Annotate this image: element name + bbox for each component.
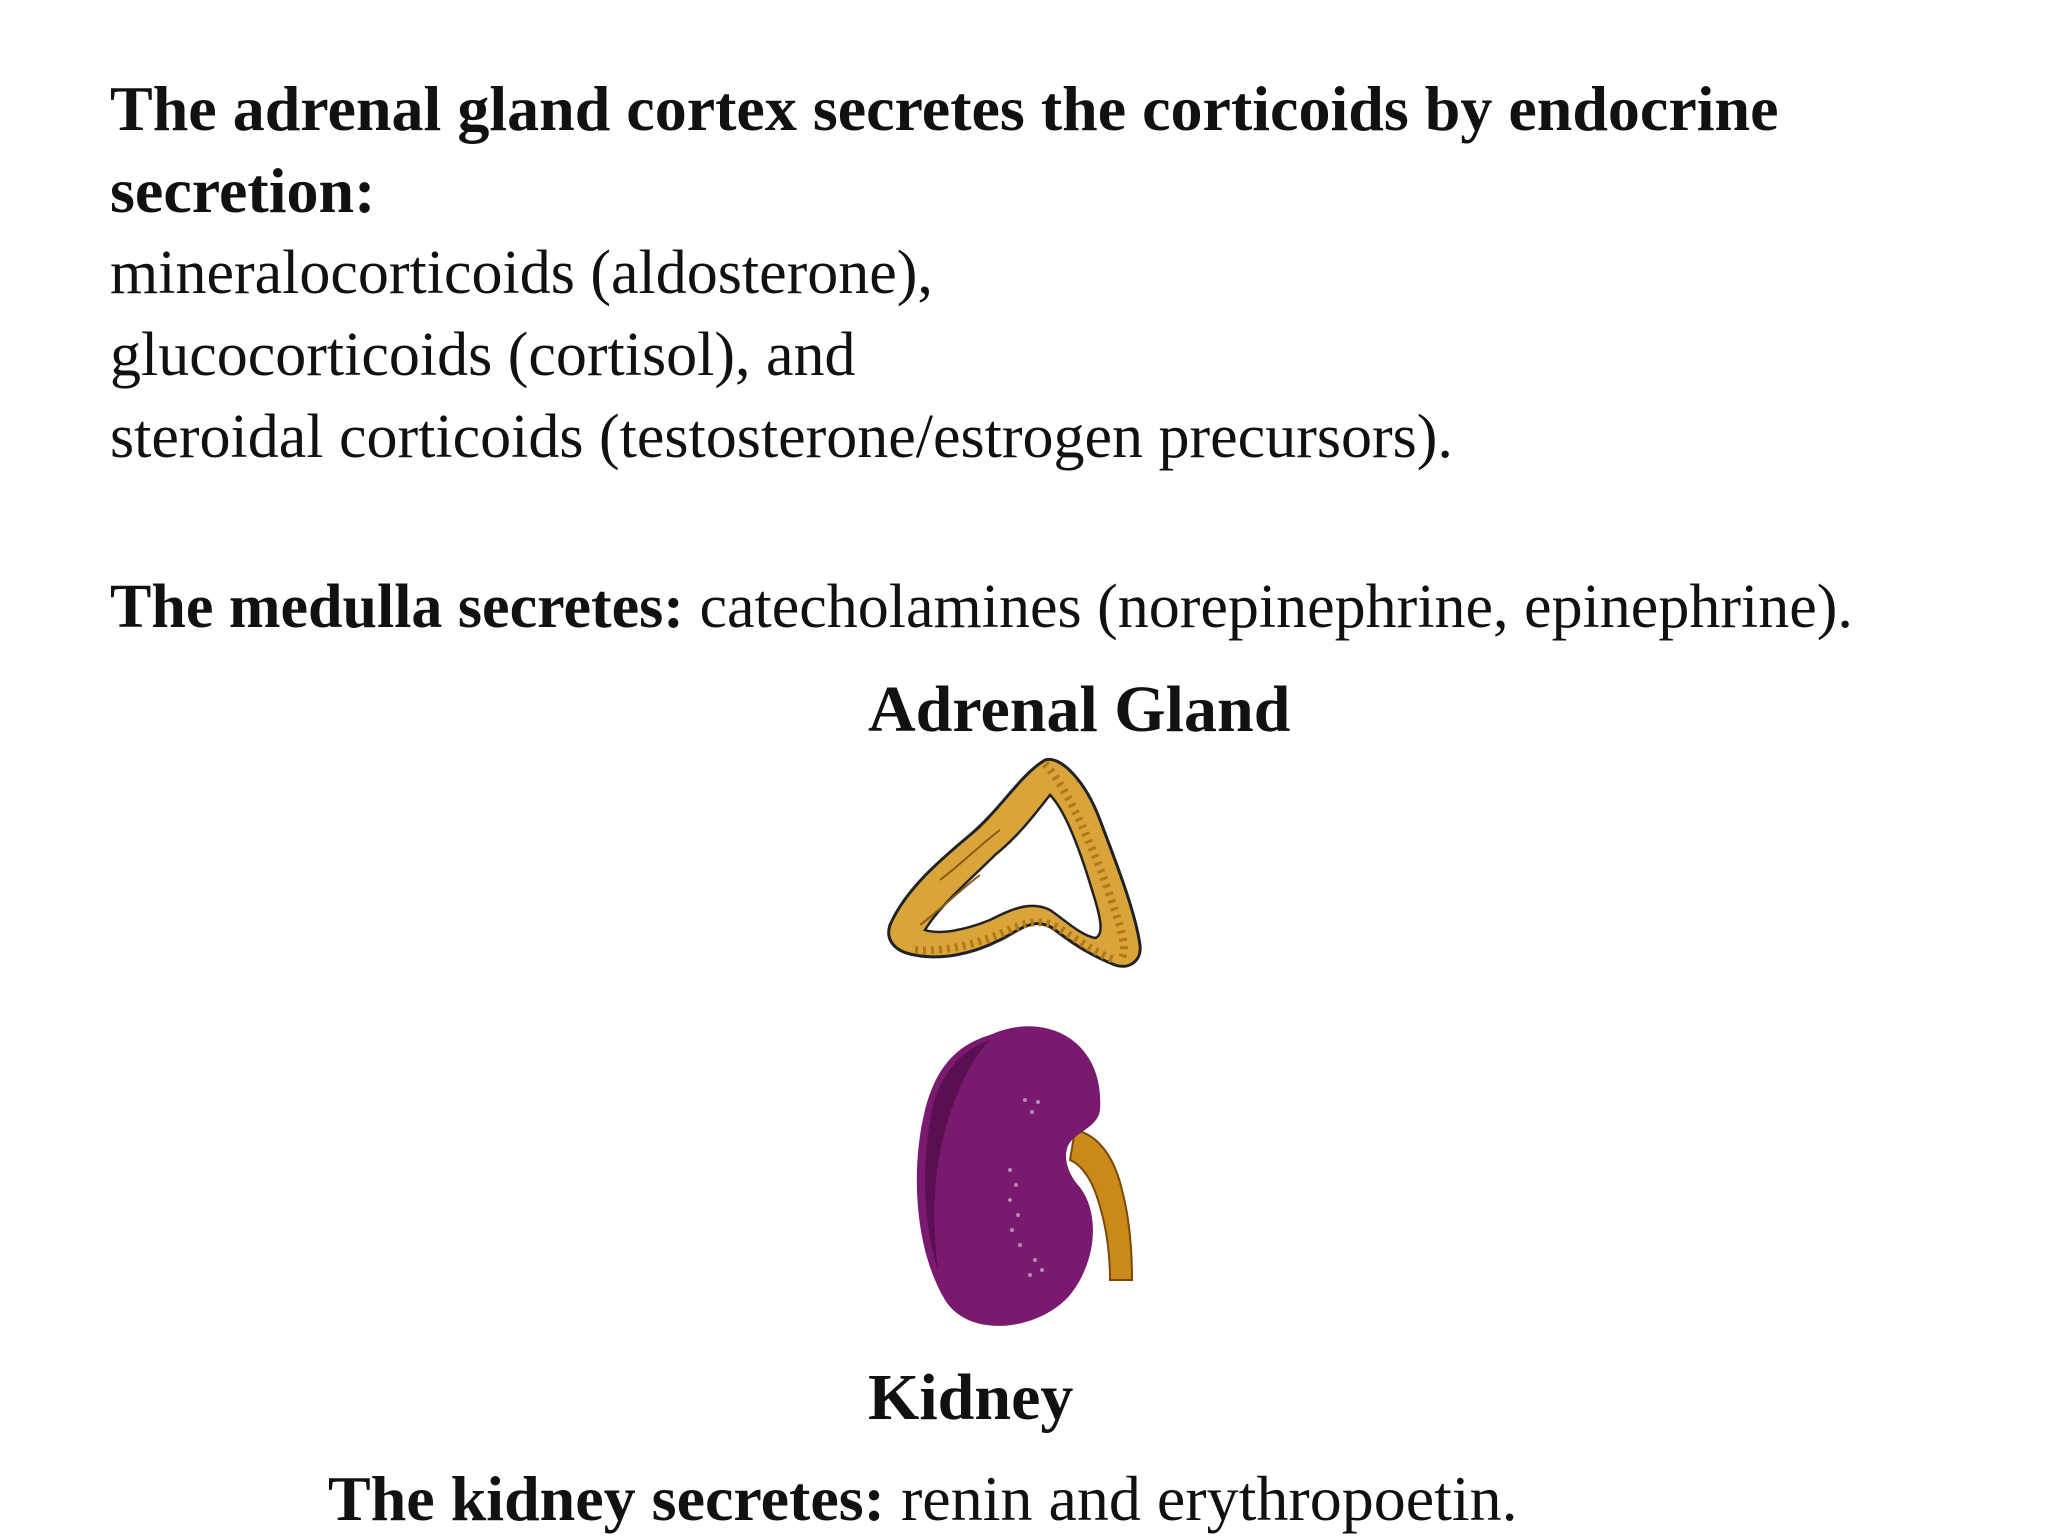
kidney-shape (916, 1026, 1134, 1326)
kidney-secretes-line: The kidney secretes: renin and erythropo… (328, 1462, 1518, 1536)
cortex-text-block: The adrenal gland cortex secretes the co… (110, 68, 1779, 478)
cortex-item-steroidal: steroidal corticoids (testosterone/estro… (110, 403, 1453, 471)
medulla-text: catecholamines (norepinephrine, epinephr… (683, 573, 1853, 641)
cortex-item-glucocorticoids: glucocorticoids (cortisol), and (110, 321, 856, 389)
kidney-secretes-text: renin and erythropoetin. (884, 1463, 1518, 1534)
adrenal-gland-label: Adrenal Gland (868, 673, 1291, 746)
cortex-heading-line1: The adrenal gland cortex secretes the co… (110, 73, 1779, 144)
kidney-label: Kidney (868, 1361, 1074, 1434)
cortex-heading-line2: secretion: (110, 155, 376, 226)
medulla-label: The medulla secretes: (110, 573, 684, 641)
adrenal-gland-shape (887, 757, 1142, 968)
adrenal-kidney-illustration (887, 757, 1142, 1326)
medulla-line: The medulla secretes: catecholamines (no… (110, 566, 1853, 648)
kidney-secretes-label: The kidney secretes: (328, 1463, 885, 1534)
cortex-item-mineralocorticoids: mineralocorticoids (aldosterone), (110, 239, 933, 307)
